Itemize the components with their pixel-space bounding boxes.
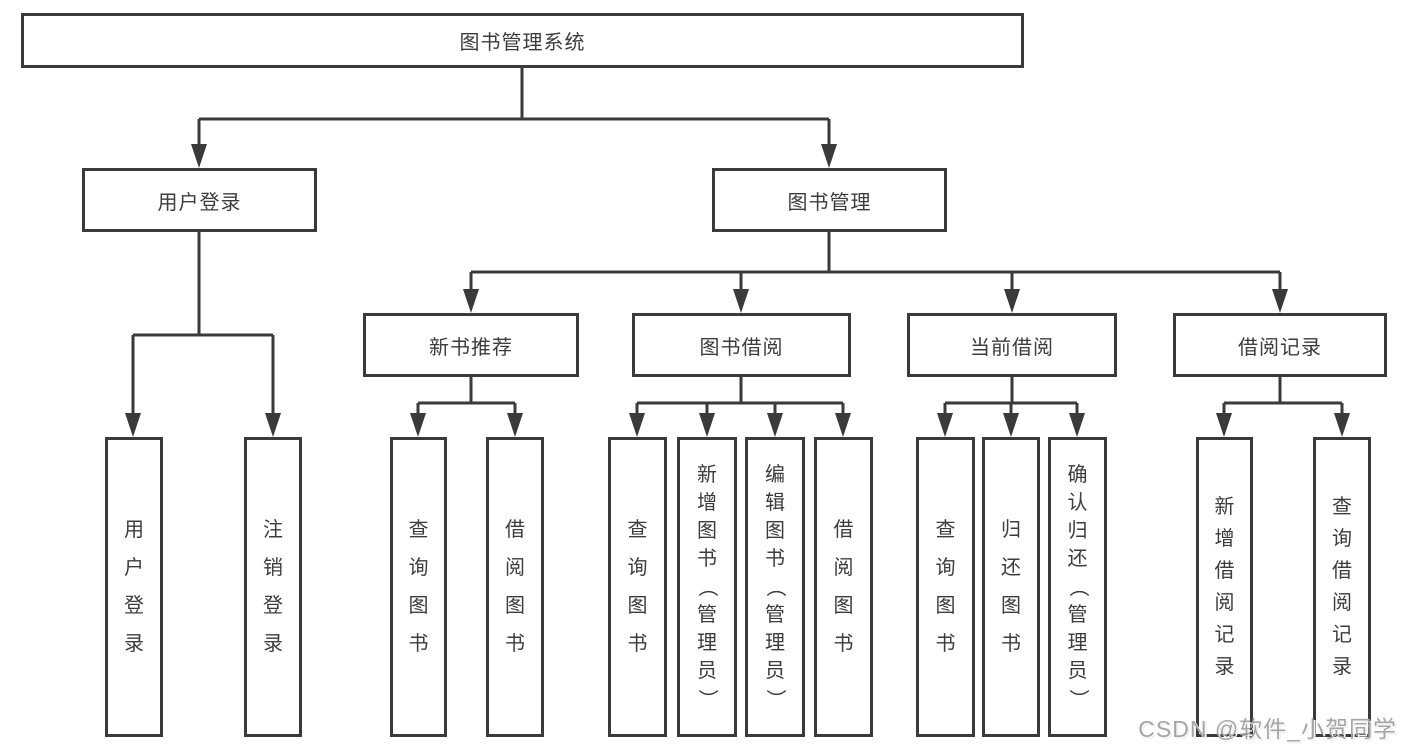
node-label: 新增图书（管理员） xyxy=(696,464,718,709)
node-borrow-books: 借阅图书 xyxy=(814,437,873,737)
node-new-book-recommend: 新书推荐 xyxy=(363,313,579,377)
connector-lines xyxy=(197,68,831,146)
node-label: 查询图书 xyxy=(408,519,429,655)
csdn-watermark: CSDN @软件_小贺同学 xyxy=(1138,716,1397,742)
connector-arrowheads xyxy=(410,413,523,437)
connector-lines xyxy=(943,377,1079,415)
connector-lines xyxy=(131,232,275,415)
node-label: 查询借阅记录 xyxy=(1332,496,1352,678)
node-label: 查询图书 xyxy=(627,519,648,655)
connector-lines xyxy=(635,377,845,415)
node-book-management: 图书管理 xyxy=(712,168,947,232)
connector-lines xyxy=(469,232,1282,291)
connector-borrow-records-children xyxy=(1216,377,1350,437)
node-label: 查询图书 xyxy=(935,519,956,655)
connector-user-login-children xyxy=(125,232,281,437)
connector-current-borrow-children xyxy=(937,377,1085,437)
node-label: 图书管理系统 xyxy=(459,32,586,54)
connector-root-to-level2 xyxy=(191,68,837,168)
node-user-login: 用户登录 xyxy=(82,168,317,232)
node-label: 编辑图书（管理员） xyxy=(764,464,786,709)
connector-arrowheads xyxy=(1216,413,1350,437)
node-label: 用户登录 xyxy=(124,519,144,655)
node-recommend-borrow-books: 借阅图书 xyxy=(486,437,544,737)
node-label: 新增借阅记录 xyxy=(1214,496,1235,678)
node-current-query-books: 查询图书 xyxy=(916,437,975,737)
node-label: 注销登录 xyxy=(263,519,283,655)
node-query-borrow-record: 查询借阅记录 xyxy=(1313,437,1371,737)
node-edit-book-admin: 编辑图书（管理员） xyxy=(745,437,805,737)
connector-book-borrow-children xyxy=(629,377,851,437)
node-label: 归还图书 xyxy=(1001,519,1021,655)
node-label: 确认归还（管理员） xyxy=(1066,464,1089,709)
node-add-borrow-record: 新增借阅记录 xyxy=(1196,437,1253,737)
node-borrow-records: 借阅记录 xyxy=(1173,313,1387,377)
node-label: 图书借阅 xyxy=(699,336,784,359)
node-user-login-action: 用户登录 xyxy=(105,437,163,737)
connector-arrowheads xyxy=(191,144,837,168)
node-add-book-admin: 新增图书（管理员） xyxy=(677,437,737,737)
node-label: 借阅记录 xyxy=(1238,336,1322,359)
node-borrow-query-books: 查询图书 xyxy=(608,437,667,737)
node-label: 用户登录 xyxy=(157,191,242,214)
node-label: 借阅图书 xyxy=(833,519,854,655)
node-confirm-return-admin: 确认归还（管理员） xyxy=(1048,437,1107,737)
node-label: 当前借阅 xyxy=(970,336,1054,359)
node-label: 图书管理 xyxy=(787,191,872,214)
node-return-books: 归还图书 xyxy=(982,437,1040,737)
connector-arrowheads xyxy=(629,413,851,437)
node-label: 借阅图书 xyxy=(505,519,525,655)
node-current-borrow: 当前借阅 xyxy=(907,313,1117,377)
node-library-management-system: 图书管理系统 xyxy=(21,13,1024,68)
connector-lines xyxy=(1222,377,1344,415)
connector-book-mgmt-children xyxy=(463,232,1288,313)
connector-arrowheads xyxy=(937,413,1085,437)
node-recommend-query-books: 查询图书 xyxy=(390,437,447,737)
connector-arrowheads xyxy=(463,289,1288,313)
node-logout-action: 注销登录 xyxy=(244,437,302,737)
connector-lines xyxy=(416,377,517,415)
connector-new-book-children xyxy=(410,377,523,437)
node-label: 新书推荐 xyxy=(429,336,513,359)
connector-arrowheads xyxy=(125,413,281,437)
node-book-borrow: 图书借阅 xyxy=(632,313,851,377)
